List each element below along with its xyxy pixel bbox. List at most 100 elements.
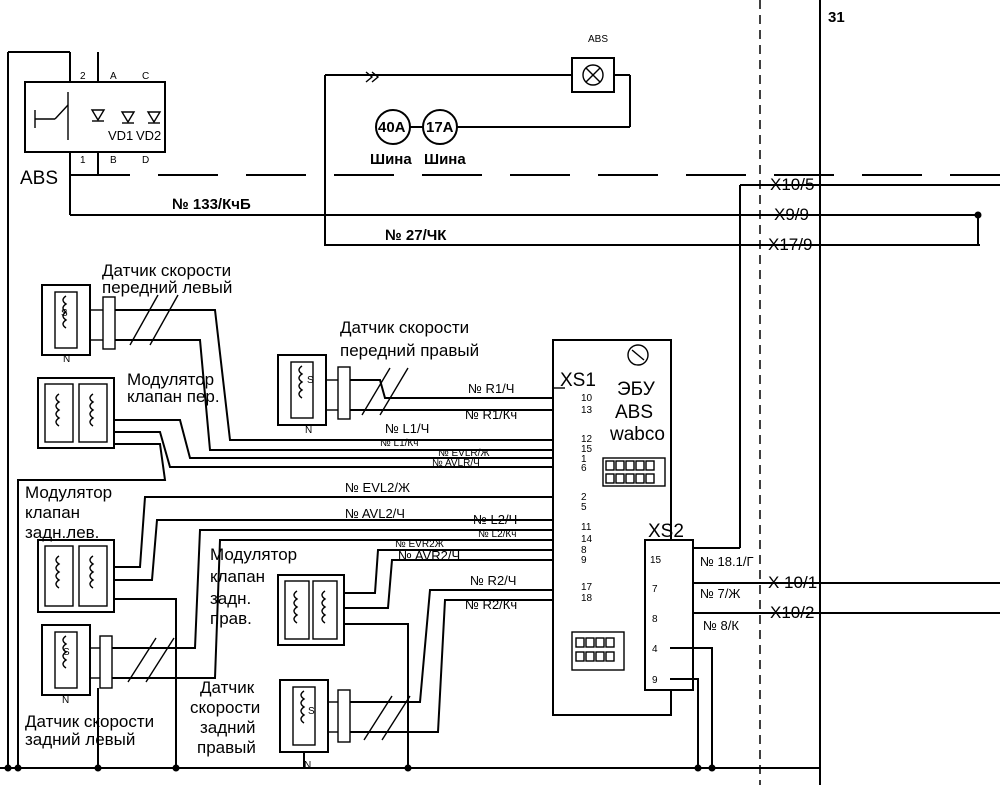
wire-l1-label: № L1/Ч — [385, 421, 429, 436]
wire-avr2-label: № AVR2/Ч — [398, 548, 460, 563]
abs-block-label: ABS — [20, 168, 58, 189]
mod-front-label-2: клапан пер. — [127, 387, 220, 406]
wire-avl2 — [114, 519, 553, 581]
xs1-pin: 2 — [581, 492, 587, 503]
ecu-xs2: XS2 — [648, 521, 684, 542]
connector-icon-top — [602, 457, 666, 487]
sensor-rl-label-2: задний левый — [25, 730, 135, 749]
wire-xs2-9 — [670, 678, 699, 768]
xs1-pin: 13 — [581, 405, 593, 416]
wire-l2 — [112, 529, 553, 649]
abs-pin-2: 2 — [80, 71, 86, 82]
wire-evr2-label: № EVR2Ж — [395, 539, 445, 550]
modulator-rear-left: Модулятор клапан задн.лев. — [25, 483, 115, 613]
ecu-wabco: wabco — [609, 424, 665, 445]
ecu-title: ЭБУ — [617, 379, 656, 400]
wire-8-label: № 8/К — [703, 618, 739, 633]
sensor-n: N — [62, 695, 69, 706]
xs2-pin: 7 — [652, 584, 658, 595]
terminal-31-line: 31 — [819, 0, 845, 785]
xs1-pin: 18 — [581, 593, 593, 604]
abs-switch-block: 2 A C 1 B D VD1 VD2 ABS — [20, 52, 166, 215]
connector-icon-bottom — [571, 631, 625, 671]
sensor-fl-label-2: передний левый — [102, 278, 232, 297]
wire-27-label: № 27/ЧК — [385, 227, 447, 244]
wire-rr-mod-gnd — [344, 623, 409, 768]
bus-40a: 40A — [378, 119, 406, 136]
diode-vd1: VD1 — [108, 128, 133, 143]
abs-pin-c: C — [142, 71, 149, 82]
sensor-rear-left: S N Датчик скорости задний левый — [25, 624, 175, 749]
conn-x10-1: X 10/1 — [768, 573, 817, 592]
sensor-rear-right: S N Датчик скорости задний правый — [190, 678, 411, 771]
modulator-front: Модулятор клапан пер. — [37, 370, 220, 449]
wire-evr2 — [344, 549, 553, 594]
bus-fuses: 40A 17A Шина Шина — [370, 109, 630, 168]
sensor-core: S — [61, 308, 68, 319]
xs1-pin: 9 — [581, 555, 587, 566]
wire-l2k-label: № L2/Кч — [478, 529, 516, 540]
sensor-rr-label-2: скорости — [190, 698, 260, 717]
conn-x9-9: X9/9 — [774, 205, 809, 224]
wire-l2-label: № L2/Ч — [473, 512, 517, 527]
wire-l1k — [115, 339, 553, 451]
xs1-pin: 6 — [581, 463, 587, 474]
xs1-pin: 15 — [581, 444, 593, 455]
wire-27 — [324, 75, 980, 246]
xs2-pin: 4 — [652, 644, 658, 655]
bus-label-1: Шина — [370, 151, 412, 168]
conn-x10-5: X10/5 — [770, 175, 814, 194]
sensor-n: N — [305, 425, 312, 436]
conn-x17-9: X17/9 — [768, 235, 812, 254]
wire-l2k — [112, 539, 553, 679]
bus-17a: 17A — [426, 119, 454, 136]
mod-rr-label-3: задн. — [210, 589, 251, 608]
wire-l1 — [115, 309, 553, 441]
ecu-abs: ABS — [615, 402, 653, 423]
wire-front-mod-gnd — [17, 443, 167, 768]
ecu-xs1: XS1 — [560, 370, 596, 391]
xs1-pin: 8 — [581, 545, 587, 556]
wire-r2k-label: № R2/Кч — [465, 597, 517, 612]
xs1-pin: 14 — [581, 534, 593, 545]
ecu-module: XS1 ЭБУ ABS wabco XS2 — [552, 339, 694, 716]
sensor-fl-label-1: Датчик скорости — [102, 261, 231, 280]
xs1-pin: 17 — [581, 582, 593, 593]
xs2-pin: 9 — [652, 675, 658, 686]
wire-r1-label: № R1/Ч — [468, 381, 514, 396]
bus-label-2: Шина — [424, 151, 466, 168]
sensor-rr-label-4: правый — [197, 738, 256, 757]
mod-rl-label-2: клапан — [25, 503, 80, 522]
abs-lamp: ABS — [325, 34, 631, 127]
modulator-rear-right: Модулятор клапан задн. прав. — [210, 545, 345, 646]
wire-r1k-label: № R1/Кч — [465, 407, 517, 422]
sensor-rr-label-3: задний — [200, 718, 256, 737]
xs2-pin: 15 — [650, 555, 662, 566]
wire-xs2-4 — [670, 647, 713, 768]
sensor-core: S — [308, 706, 315, 717]
wire-evlr-label: № EVLR/Ж — [438, 448, 490, 459]
wire-133-label: № 133/КчБ — [172, 196, 251, 213]
sensor-rr-label-1: Датчик — [200, 678, 255, 697]
mod-front-label-1: Модулятор — [127, 370, 214, 389]
sensor-front-right: S N Датчик скорости передний правый — [277, 318, 479, 436]
wire-7-label: № 7/Ж — [700, 586, 740, 601]
xs1-pin: 12 — [581, 434, 593, 445]
xs1-pin: 5 — [581, 502, 587, 513]
sensor-fr-label-2: передний правый — [340, 341, 479, 360]
abs-pin-1: 1 — [80, 155, 86, 166]
mod-rr-label-1: Модулятор — [210, 545, 297, 564]
wire-rl-mod-gnd — [114, 598, 177, 768]
sensor-n: N — [63, 354, 70, 365]
wire-l1k-label: № L1/Кч — [380, 438, 418, 449]
sensor-front-left: S N Датчик скорости передний левый — [41, 261, 232, 365]
sensor-n: N — [304, 760, 311, 771]
wire-avr2 — [344, 559, 553, 609]
sensor-core: S — [307, 375, 314, 386]
xs1-pin: 1 — [581, 454, 587, 465]
wire-evlr — [114, 419, 553, 459]
mod-rl-label-3: задн.лев. — [25, 523, 99, 542]
wire-r2 — [350, 589, 553, 703]
mod-rr-label-4: прав. — [210, 609, 252, 628]
